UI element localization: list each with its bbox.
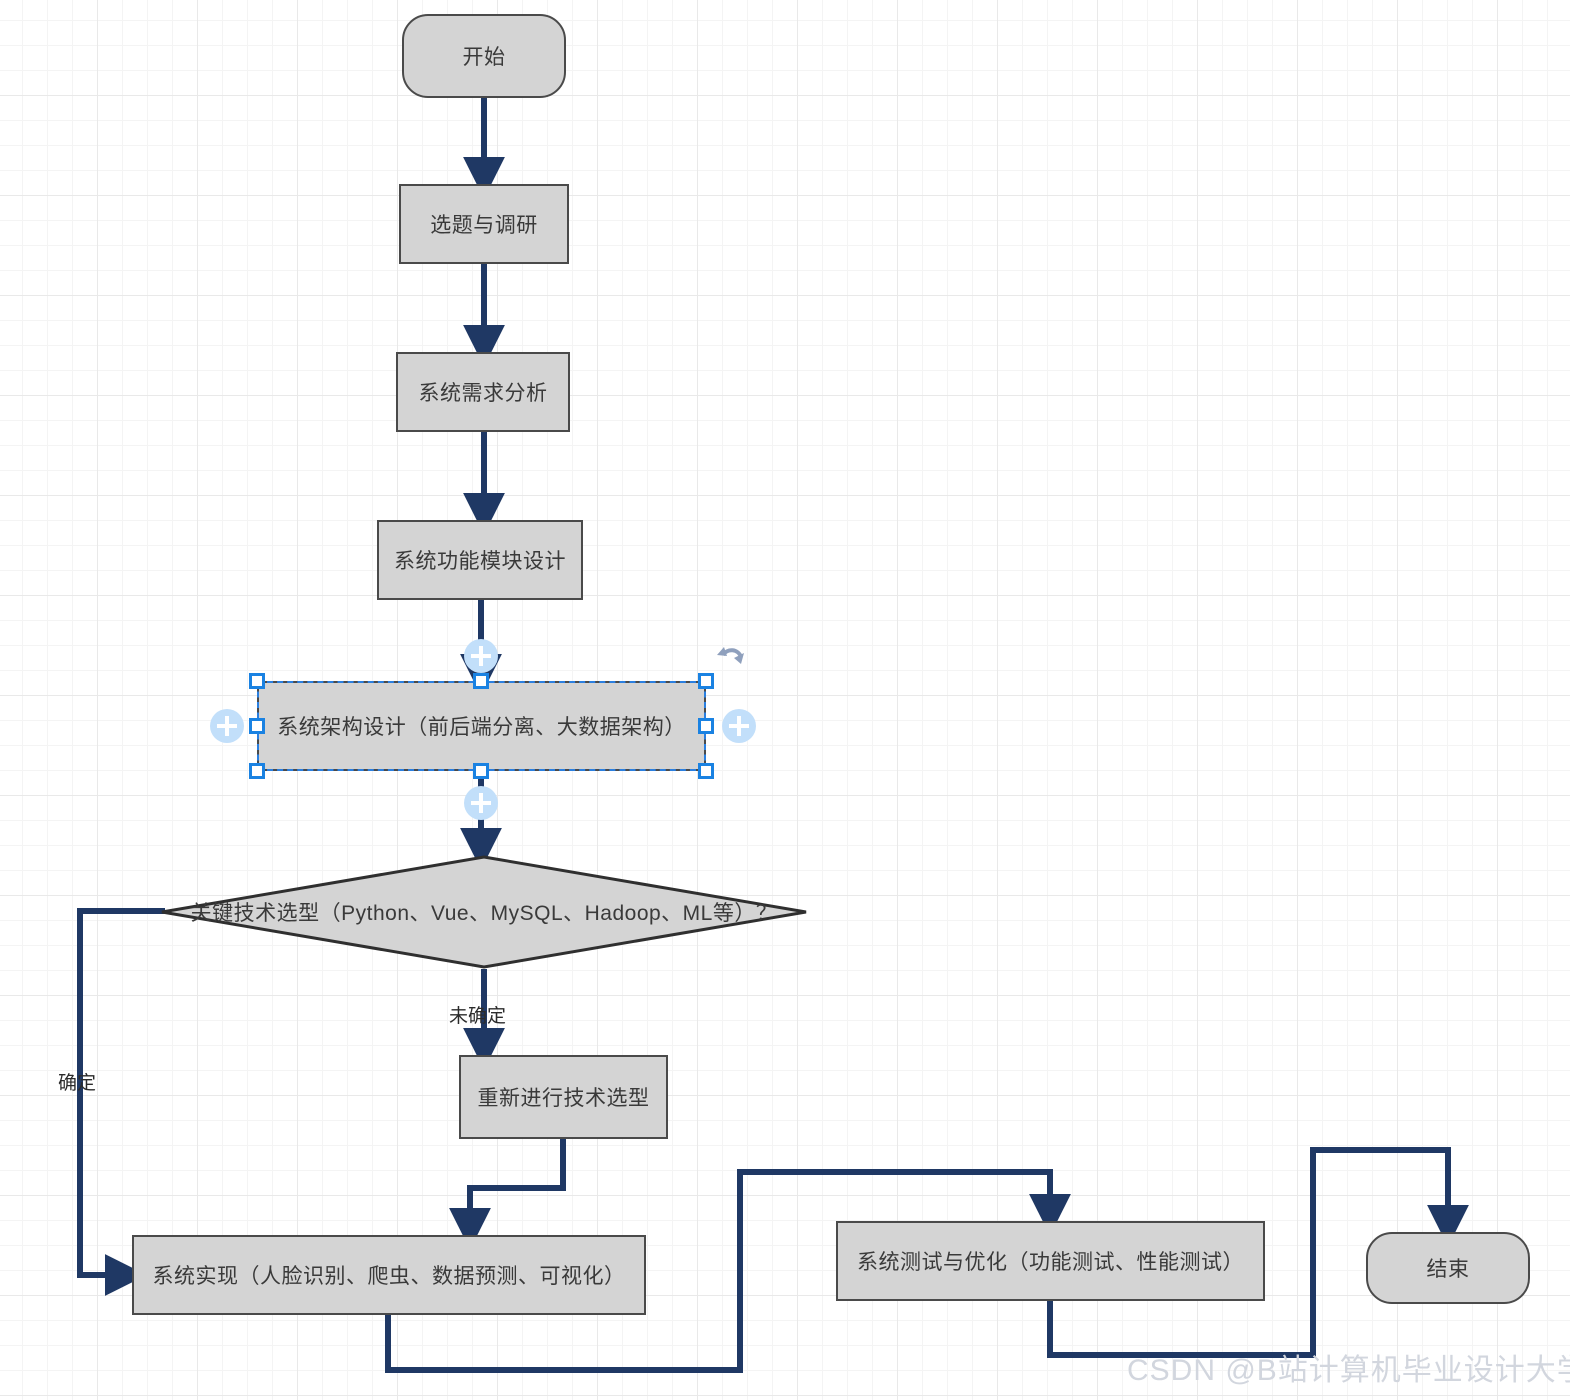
node-tech-selection-decision[interactable]: 关键技术选型（Python、Vue、MySQL、Hadoop、ML等）？ [160,855,808,969]
node-label: 重新进行技术选型 [477,1087,650,1110]
node-label: 选题与调研 [430,214,538,237]
node-architecture-design[interactable]: 系统架构设计（前后端分离、大数据架构） [257,681,706,771]
csdn-watermark: CSDN @B站计算机毕业设计大学 [1127,1354,1570,1387]
node-system-testing[interactable]: 系统测试与优化（功能测试、性能测试） [836,1221,1265,1301]
resize-handle-middle-right[interactable] [698,718,714,734]
edge-label-yes: 确定 [58,1073,97,1094]
connect-handle-top[interactable] [464,639,498,673]
node-label: 关键技术选型（Python、Vue、MySQL、Hadoop、ML等）？ [190,902,778,925]
edge-retech-to-implement [449,1139,566,1250]
node-retry-tech-selection[interactable]: 重新进行技术选型 [459,1055,668,1139]
resize-handle-top-left[interactable] [249,673,265,689]
edge-label-no: 未确定 [449,1006,507,1027]
node-module-design[interactable]: 系统功能模块设计 [377,520,583,600]
node-start[interactable]: 开始 [402,14,566,98]
node-label: 系统功能模块设计 [394,550,566,573]
node-label: 系统架构设计（前后端分离、大数据架构） [277,716,686,739]
resize-handle-top-right[interactable] [698,673,714,689]
connect-handle-left[interactable] [210,709,244,743]
resize-handle-bottom-right[interactable] [698,763,714,779]
node-end[interactable]: 结束 [1366,1232,1530,1304]
rotate-arrow-glyph [717,647,744,664]
node-label: 结束 [1426,1258,1470,1281]
node-label: 系统实现（人脸识别、爬虫、数据预测、可视化） [152,1265,626,1288]
rotate-icon[interactable] [712,638,752,678]
node-requirement-analysis[interactable]: 系统需求分析 [396,352,570,432]
resize-handle-bottom-center[interactable] [473,763,489,779]
node-label: 开始 [462,46,506,69]
connect-handle-right[interactable] [722,709,756,743]
resize-handle-bottom-left[interactable] [249,763,265,779]
node-label: 系统测试与优化（功能测试、性能测试） [857,1251,1244,1274]
node-topic-research[interactable]: 选题与调研 [399,184,569,264]
connect-handle-bottom[interactable] [464,786,498,820]
diamond-shape [161,855,807,969]
node-label: 系统需求分析 [418,382,548,405]
resize-handle-middle-left[interactable] [249,718,265,734]
node-system-implementation[interactable]: 系统实现（人脸识别、爬虫、数据预测、可视化） [132,1235,646,1315]
resize-handle-top-center[interactable] [473,673,489,689]
